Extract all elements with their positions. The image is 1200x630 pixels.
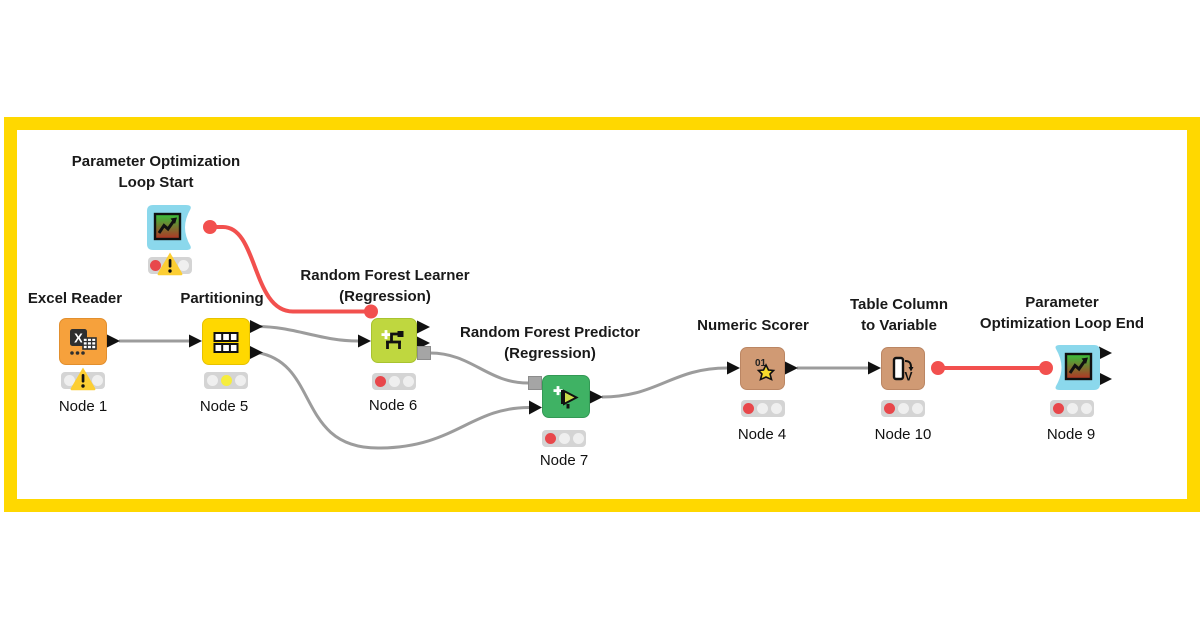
- status-red: [544, 433, 556, 444]
- connection-loopstart-to-learner-flowvar: [210, 225, 371, 314]
- status-off: [757, 403, 768, 414]
- optimization-chart-icon: [1064, 352, 1093, 381]
- svg-text:V: V: [905, 369, 913, 383]
- status-off: [771, 403, 782, 414]
- partitioning-input-port[interactable]: [189, 334, 202, 348]
- status-red: [150, 260, 161, 271]
- status-off: [572, 433, 584, 444]
- connection-partitioning-to-learner: [256, 325, 359, 343]
- learner-model-output-port[interactable]: [417, 346, 431, 360]
- tree-predictor-icon: [553, 385, 579, 408]
- node-label: Node 4: [737, 426, 787, 443]
- learner-flowvar-input-port[interactable]: [364, 304, 378, 319]
- node-title-numeric-scorer: Numeric Scorer: [697, 317, 809, 334]
- partition-table-icon: [213, 331, 239, 353]
- column-to-variable-icon: V: [892, 356, 914, 383]
- node-random-forest-predictor[interactable]: [542, 375, 590, 418]
- node-title-rf-predictor: Random Forest Predictor(Regression): [459, 324, 641, 362]
- learner-output-port-1[interactable]: [417, 320, 430, 334]
- node-label: Node 7: [539, 452, 589, 469]
- numeric-score-star-icon: 01: [755, 358, 775, 381]
- connection-predictor-to-scorer: [601, 366, 728, 399]
- scorer-input-port[interactable]: [727, 361, 740, 375]
- node-parameter-optimization-loop-start[interactable]: [147, 205, 192, 250]
- loopend-flowvar-input-port[interactable]: [1039, 361, 1053, 375]
- status-off: [234, 375, 246, 386]
- node-excel-reader[interactable]: X: [59, 318, 107, 365]
- status-off: [388, 376, 400, 387]
- excel-file-icon: X: [70, 328, 97, 355]
- status-traffic-light-partitioning: [204, 372, 248, 389]
- learner-input-port[interactable]: [358, 334, 371, 348]
- status-red: [743, 403, 754, 414]
- tree-learner-icon: [381, 329, 404, 349]
- status-off: [178, 260, 189, 271]
- status-off: [558, 433, 570, 444]
- status-traffic-light-tablecolumn: [881, 400, 925, 417]
- loopstart-flowvar-output-port[interactable]: [203, 220, 217, 234]
- status-red: [374, 376, 386, 387]
- node-title-rf-learner: Random Forest Learner(Regression): [300, 267, 470, 305]
- status-off: [1080, 403, 1092, 414]
- tablecolumn-input-port[interactable]: [868, 361, 881, 375]
- status-red: [1052, 403, 1064, 414]
- node-numeric-scorer[interactable]: 01: [740, 347, 785, 390]
- predictor-output-port[interactable]: [590, 390, 603, 404]
- node-label: Node 10: [874, 426, 932, 443]
- node-label: Node 9: [1046, 426, 1096, 443]
- status-off: [91, 375, 103, 386]
- connection-learner-model-to-predictor: [429, 351, 529, 385]
- predictor-model-input-port[interactable]: [528, 376, 542, 390]
- connection-partitioning-to-predictor: [256, 351, 530, 450]
- status-off: [206, 375, 218, 386]
- status-off: [402, 376, 414, 387]
- node-parameter-optimization-loop-end[interactable]: [1055, 345, 1100, 390]
- optimization-chart-icon: [153, 212, 182, 241]
- excel-output-port[interactable]: [107, 334, 120, 348]
- status-traffic-light-loopend: [1050, 400, 1094, 417]
- status-traffic-light-learner: [372, 373, 416, 390]
- status-off: [897, 403, 909, 414]
- warning-icon: [70, 367, 96, 391]
- status-off: [1066, 403, 1078, 414]
- partitioning-output-port-1[interactable]: [250, 320, 263, 333]
- warning-icon: [157, 252, 183, 276]
- node-random-forest-learner[interactable]: [371, 318, 417, 363]
- svg-text:X: X: [74, 330, 83, 345]
- node-label: Node 1: [58, 398, 108, 415]
- predictor-input-port[interactable]: [529, 400, 542, 415]
- status-traffic-light-scorer: [740, 400, 785, 417]
- status-off: [911, 403, 923, 414]
- tablecolumn-flowvar-output-port[interactable]: [931, 361, 945, 375]
- status-off: [63, 375, 75, 386]
- node-label: Node 6: [368, 397, 418, 414]
- node-table-column-to-variable[interactable]: V: [881, 347, 925, 390]
- partitioning-output-port-2[interactable]: [250, 346, 263, 359]
- node-title-excel-reader: Excel Reader: [27, 290, 123, 307]
- loopend-output-port-1[interactable]: [1099, 346, 1112, 360]
- loopend-output-port-2[interactable]: [1099, 372, 1112, 386]
- status-yellow: [220, 375, 232, 386]
- node-partitioning[interactable]: [202, 318, 250, 365]
- scorer-output-port[interactable]: [785, 361, 798, 375]
- workflow-canvas-frame: [4, 117, 1200, 512]
- status-red: [883, 403, 895, 414]
- node-title-partitioning: Partitioning: [180, 290, 264, 307]
- status-traffic-light-predictor: [542, 430, 586, 447]
- node-label: Node 5: [199, 398, 249, 415]
- svg-text:01: 01: [755, 358, 767, 369]
